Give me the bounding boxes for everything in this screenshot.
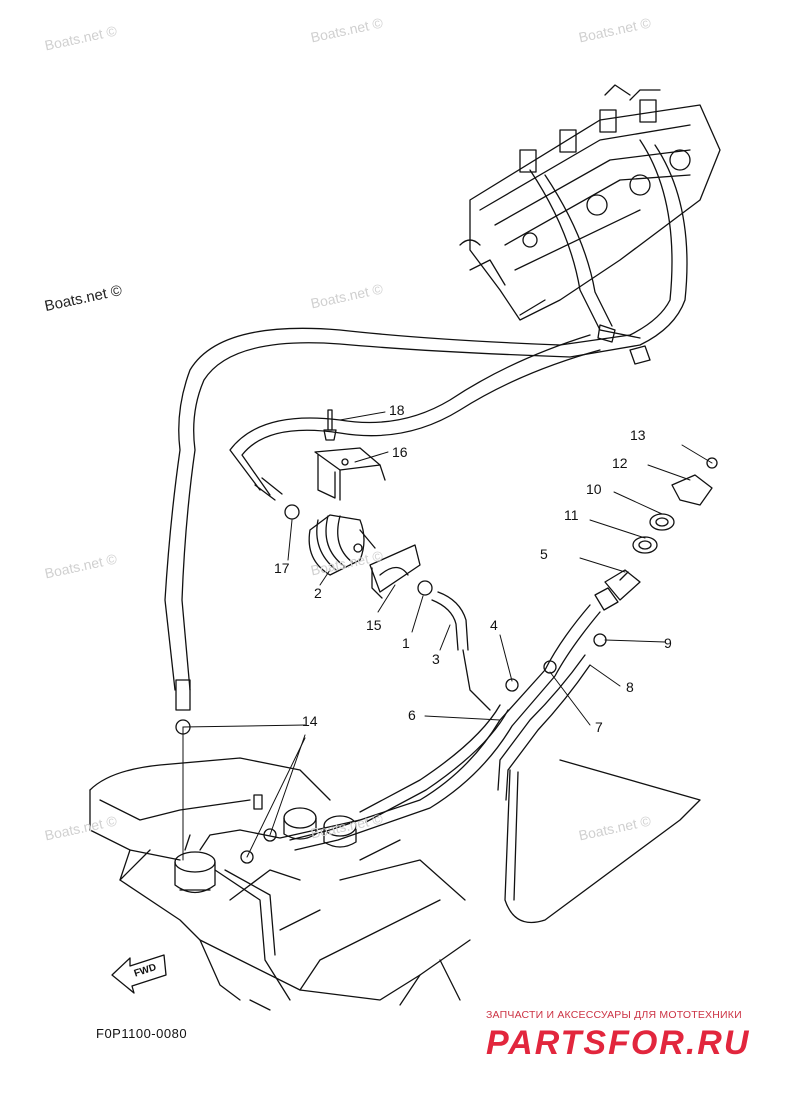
- fuel-tank: [89, 719, 471, 1011]
- callout-4: 4: [490, 617, 498, 633]
- engine-block: [459, 84, 721, 321]
- callout-7: 7: [595, 719, 603, 735]
- callout-15: 15: [366, 617, 382, 633]
- callout-2: 2: [314, 585, 322, 601]
- callout-16: 16: [392, 444, 408, 460]
- leader-lines: [182, 411, 713, 861]
- brand-tagline: ЗАПЧАСТИ И АКСЕССУАРЫ ДЛЯ МОТОТЕХНИКИ: [486, 1009, 742, 1021]
- fuel-filter-assembly: [284, 409, 491, 711]
- callout-3: 3: [432, 651, 440, 667]
- callout-5: 5: [540, 546, 548, 562]
- fuel-hose-loop: [164, 139, 688, 711]
- callout-numbers: 18 16 17 2 15 1 3 4 13 12 10 11 5 9 8 7 …: [274, 402, 672, 735]
- fwd-arrow-icon: [111, 954, 167, 994]
- callout-8: 8: [626, 679, 634, 695]
- diagram-code: F0P1100-0080: [96, 1026, 188, 1041]
- brand-logo[interactable]: PARTSFOR.RU: [486, 1024, 751, 1062]
- callout-6: 6: [408, 707, 416, 723]
- callout-1: 1: [402, 635, 410, 651]
- callout-12: 12: [612, 455, 628, 471]
- callout-17: 17: [274, 560, 290, 576]
- callout-18: 18: [389, 402, 405, 418]
- callout-13: 13: [630, 427, 646, 443]
- callout-10: 10: [586, 481, 602, 497]
- callout-9: 9: [664, 635, 672, 651]
- fwd-label: FWD: [133, 962, 158, 980]
- callout-11: 11: [564, 507, 579, 523]
- callout-14: 14: [302, 713, 318, 729]
- vent-assembly: [289, 457, 718, 924]
